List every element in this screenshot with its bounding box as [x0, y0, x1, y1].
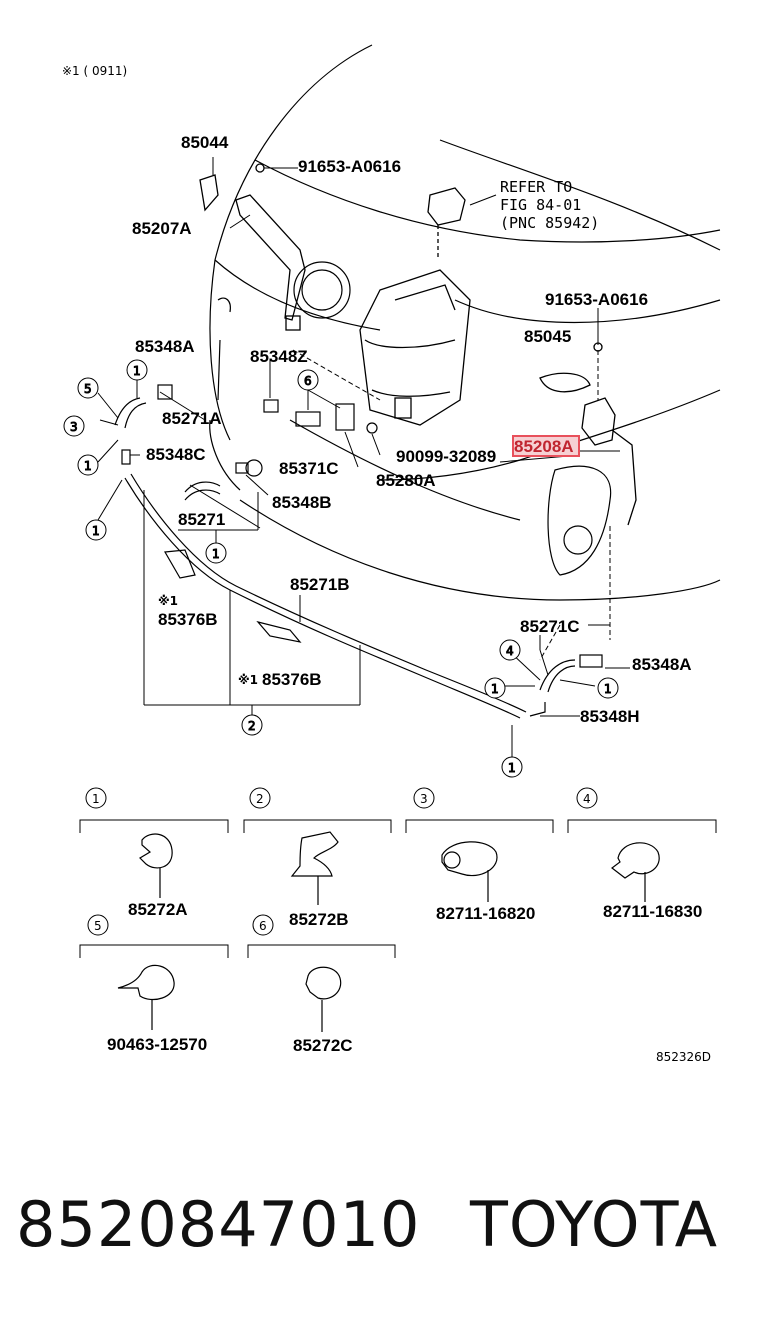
label-85207A: 85207A [132, 219, 192, 238]
callout-1g: 1 [508, 761, 516, 775]
callout-1e: 1 [491, 682, 499, 696]
label-85271B: 85271B [290, 575, 350, 594]
label-85348H: 85348H [580, 707, 640, 726]
callout-4: 4 [506, 644, 514, 658]
callout-1b: 1 [84, 459, 92, 473]
legend-num-3: 3 [420, 792, 428, 806]
callout-5: 5 [84, 382, 92, 396]
label-85348C: 85348C [146, 445, 206, 464]
mark-1-b: ※1 [238, 673, 258, 687]
highlight-box [512, 435, 580, 457]
refer-line-1: REFER TO [500, 178, 572, 196]
footer: 8520847010 TOYOTA [0, 1180, 760, 1280]
brand-name: TOYOTA [470, 1188, 719, 1261]
label-85348Z: 85348Z [250, 347, 308, 366]
arm-85207A [199, 163, 306, 331]
callout-1d: 1 [212, 547, 220, 561]
refer-note: REFER TO FIG 84-01 (PNC 85942) [469, 178, 599, 232]
label-85376B-b: 85376B [262, 670, 322, 689]
callout-1f: 1 [604, 682, 612, 696]
refer-line-3: (PNC 85942) [500, 214, 599, 232]
callout-1c: 1 [92, 524, 100, 538]
legend-num-1: 1 [92, 792, 100, 806]
label-85348A-right: 85348A [632, 655, 692, 674]
legend-part-82711-16820: 82711-16820 [436, 904, 535, 923]
legend-clips [117, 831, 660, 1032]
legend-part-85272C: 85272C [293, 1036, 353, 1055]
legend-part-85272A: 85272A [128, 900, 188, 919]
washer-tank [359, 187, 471, 426]
label-90099-32089: 90099-32089 [396, 447, 496, 466]
legend-part-90463-12570: 90463-12570 [107, 1035, 207, 1054]
legend-numbers: 1 2 3 4 5 6 [92, 792, 591, 933]
label-85371C: 85371C [279, 459, 339, 478]
label-85348B: 85348B [272, 493, 332, 512]
legend-num-6: 6 [259, 919, 267, 933]
header-note: ※1 ( 0911) [62, 64, 127, 78]
callout-1: 1 [133, 364, 141, 378]
legend-brackets [79, 787, 717, 958]
diagram-svg: ※1 ( 0911) [62, 44, 721, 1064]
legend-part-labels: 85272A 85272B 82711-16820 82711-16830 90… [107, 900, 702, 1055]
part-labels: 85044 91653-A0616 85207A 91653-A0616 850… [132, 133, 692, 726]
label-85376B-a: 85376B [158, 610, 218, 629]
hoses [114, 397, 576, 719]
legend-part-85272B: 85272B [289, 910, 349, 929]
label-85271A: 85271A [162, 409, 222, 428]
legend-num-2: 2 [256, 792, 264, 806]
label-85271: 85271 [178, 510, 225, 529]
diagram-callouts: 1 5 3 1 6 1 1 2 4 1 1 1 [63, 359, 619, 778]
label-85271C: 85271C [520, 617, 580, 636]
callout-6: 6 [304, 374, 312, 388]
label-91653-A0616-top: 91653-A0616 [298, 157, 401, 176]
label-91653-A0616-right: 91653-A0616 [545, 290, 648, 309]
small-parts [121, 384, 603, 668]
mark-1-a: ※1 [158, 594, 178, 608]
diagram-id: 852326D [656, 1050, 711, 1064]
refer-line-2: FIG 84-01 [500, 196, 581, 214]
label-85208A-highlighted: 85208A [514, 437, 574, 456]
label-85045: 85045 [524, 327, 571, 346]
leader-lines [97, 157, 630, 758]
label-85280A: 85280A [376, 471, 436, 490]
nozzle-85208A [539, 342, 637, 526]
callout-2: 2 [248, 719, 256, 733]
part-number: 8520847010 [16, 1188, 421, 1261]
callout-3: 3 [70, 420, 78, 434]
label-85044: 85044 [181, 133, 229, 152]
car-body-outline [209, 44, 721, 601]
legend-part-82711-16830: 82711-16830 [603, 902, 702, 921]
label-85348A-left: 85348A [135, 337, 195, 356]
legend-num-4: 4 [583, 792, 591, 806]
legend-num-5: 5 [94, 919, 102, 933]
